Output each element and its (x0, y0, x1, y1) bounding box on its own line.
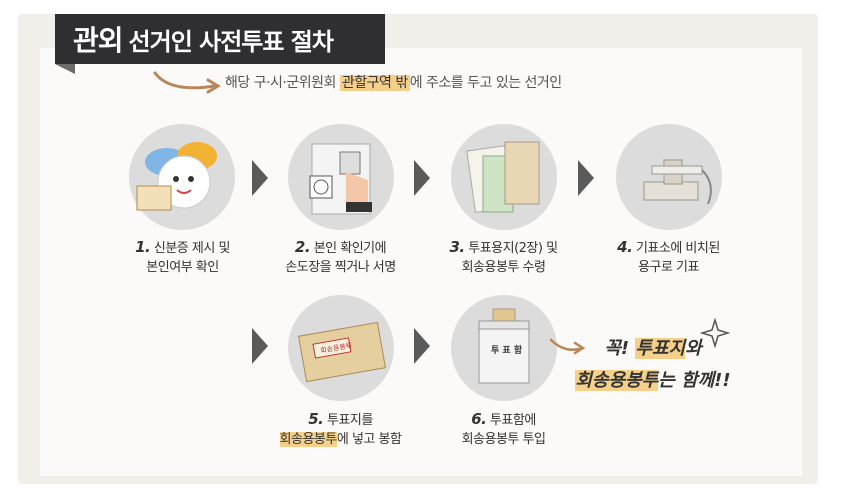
step-5-label: 5. 투표지를 회송용봉투에 넣고 봉함 (279, 410, 402, 447)
step-5-circle: 회송용봉투 (288, 295, 394, 401)
step-4-label: 4. 기표소에 비치된 용구로 기표 (617, 238, 720, 275)
step-6-circle: 투 표 함 (451, 295, 557, 401)
chevron-right-icon (414, 160, 430, 196)
step-1-circle (129, 124, 235, 230)
step-3-circle (451, 124, 557, 230)
chevron-right-icon (252, 160, 268, 196)
title-highlight: 관외 (73, 24, 124, 57)
chevron-right-icon (252, 328, 268, 364)
stamp-tool-icon (643, 159, 712, 205)
curved-arrow-icon (153, 71, 221, 94)
content-card (40, 48, 802, 476)
step-6-label: 6. 투표함에 회송용봉투 투입 (461, 410, 546, 447)
ballot-papers-icon (466, 141, 540, 214)
callout-text: 꼭! 투표지와 회송용봉투는 함께!! (575, 338, 731, 391)
envelope-icon: 회송용봉투 (298, 321, 386, 383)
sparkle-icon (700, 318, 730, 348)
fingerprint-reader-icon (309, 143, 372, 215)
curved-arrow-icon (549, 338, 586, 355)
subtitle-highlight: 관할구역 밖 (339, 75, 410, 91)
ballot-box-label: 투 표 함 (491, 344, 523, 356)
step-2-circle (288, 124, 394, 230)
chevron-right-icon (578, 160, 594, 196)
step-2-label: 2. 본인 확인기에 손도장을 찍거나 서명 (285, 238, 396, 275)
step-3-label: 3. 투표용지(2장) 및 회송용봉투 수령 (449, 238, 558, 275)
chevron-right-icon (414, 328, 430, 364)
page-title: 관외 선거인 사전투표 절차 (55, 14, 385, 74)
mascot-icon (136, 142, 217, 211)
title-text: 선거인 사전투표 절차 (128, 27, 334, 56)
step-4-circle (616, 124, 722, 230)
step-1-label: 1. 신분증 제시 및 본인여부 확인 (135, 238, 230, 275)
ballot-box-icon: 투 표 함 (478, 308, 530, 384)
